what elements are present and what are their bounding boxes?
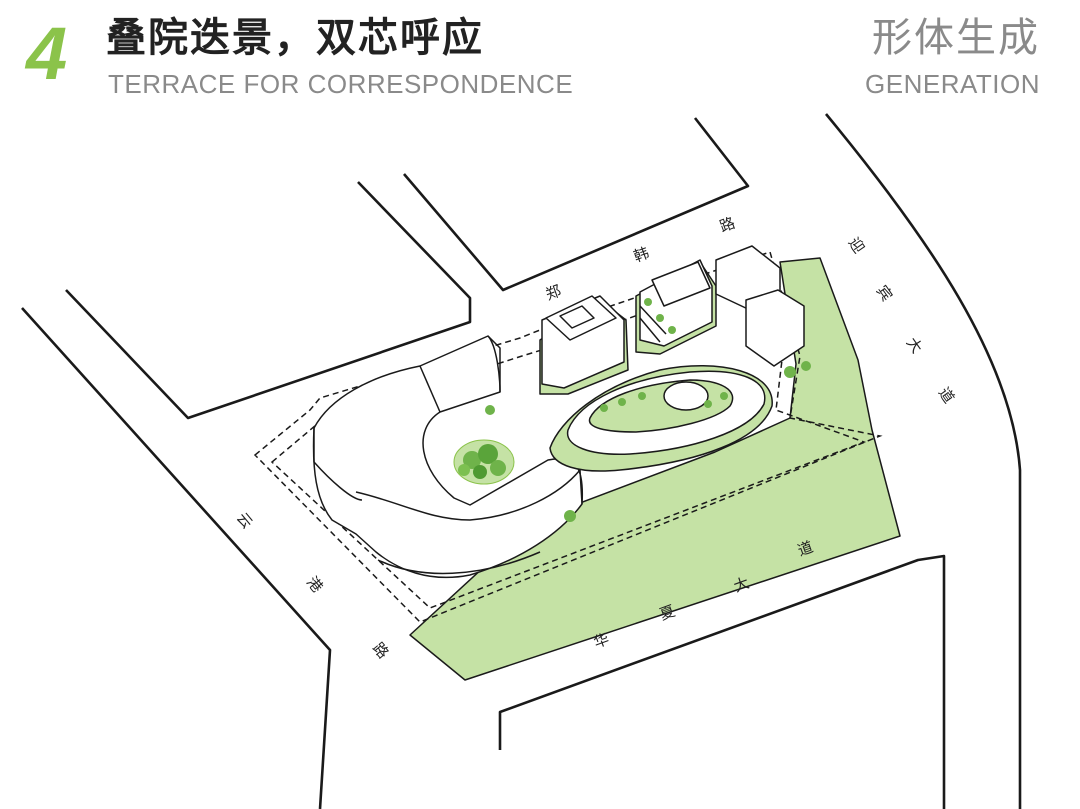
courtyard-trees (453, 439, 515, 485)
road-edge-west-outer (21, 307, 332, 809)
road-char: 大 (903, 334, 926, 357)
road-char: 港 (303, 573, 326, 596)
tree (564, 510, 576, 522)
road-edge-south-block (498, 554, 946, 809)
road-char: 夏 (657, 602, 677, 624)
green-belt (409, 257, 901, 681)
building-central-oval (549, 365, 773, 472)
road-edges (21, 113, 1022, 809)
road-label-huaxia: 华 夏 大 道 (591, 538, 815, 652)
road-char: 路 (717, 214, 737, 236)
road-char: 韩 (631, 244, 651, 266)
road-char: 道 (795, 538, 815, 560)
road-char: 华 (591, 630, 611, 652)
tree (485, 405, 495, 415)
road-char: 郑 (543, 282, 563, 304)
road-char: 宾 (873, 282, 896, 305)
section-title-chinese: 形体生成 (872, 16, 1040, 60)
road-char: 迎 (845, 234, 868, 257)
road-char: 道 (935, 384, 958, 407)
road-edge-north-block (403, 117, 750, 292)
section-title-english: GENERATION (865, 69, 1040, 99)
title-chinese: 叠院迭景，双芯呼应 (106, 16, 484, 60)
road-edge-east-curve (824, 113, 1022, 809)
building-north-tower-b (635, 259, 717, 355)
road-char: 路 (369, 639, 392, 662)
building-north-tower-a (539, 295, 629, 395)
title-english: TERRACE FOR CORRESPONDENCE (108, 69, 574, 99)
road-char: 云 (233, 509, 256, 532)
road-edge-northwest-block (65, 181, 472, 420)
building-east-slab (715, 245, 811, 378)
step-number: 4 (26, 12, 68, 95)
road-label-zhenghan: 郑 韩 路 (543, 214, 737, 304)
road-char: 大 (731, 574, 751, 596)
